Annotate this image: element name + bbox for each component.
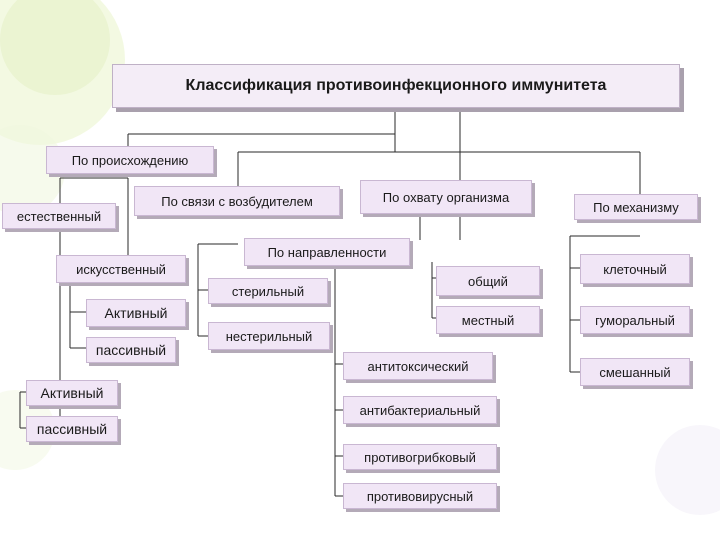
node-antiviral: противовирусный bbox=[343, 483, 497, 509]
diagram-title: Классификация противоинфекционного иммун… bbox=[112, 64, 680, 108]
node-local: местный bbox=[436, 306, 540, 334]
node-cellular: клеточный bbox=[580, 254, 690, 284]
node-passive-2: пассивный bbox=[26, 416, 118, 442]
node-mixed: смешанный bbox=[580, 358, 690, 386]
node-by-pathogen-link: По связи с возбудителем bbox=[134, 186, 340, 216]
node-passive-1: пассивный bbox=[86, 337, 176, 363]
node-antifungal: противогрибковый bbox=[343, 444, 497, 470]
node-active-2: Активный bbox=[26, 380, 118, 406]
node-artificial: искусственный bbox=[56, 255, 186, 283]
node-general: общий bbox=[436, 266, 540, 296]
node-antitoxic: антитоксический bbox=[343, 352, 493, 380]
node-by-coverage: По охвату организма bbox=[360, 180, 532, 214]
node-natural: естественный bbox=[2, 203, 116, 229]
node-nonsterile: нестерильный bbox=[208, 322, 330, 350]
node-by-origin: По происхождению bbox=[46, 146, 214, 174]
node-by-mechanism: По механизму bbox=[574, 194, 698, 220]
node-sterile: стерильный bbox=[208, 278, 328, 304]
node-by-direction: По направленности bbox=[244, 238, 410, 266]
node-antibacterial: антибактериальный bbox=[343, 396, 497, 424]
node-active-1: Активный bbox=[86, 299, 186, 327]
node-humoral: гуморальный bbox=[580, 306, 690, 334]
